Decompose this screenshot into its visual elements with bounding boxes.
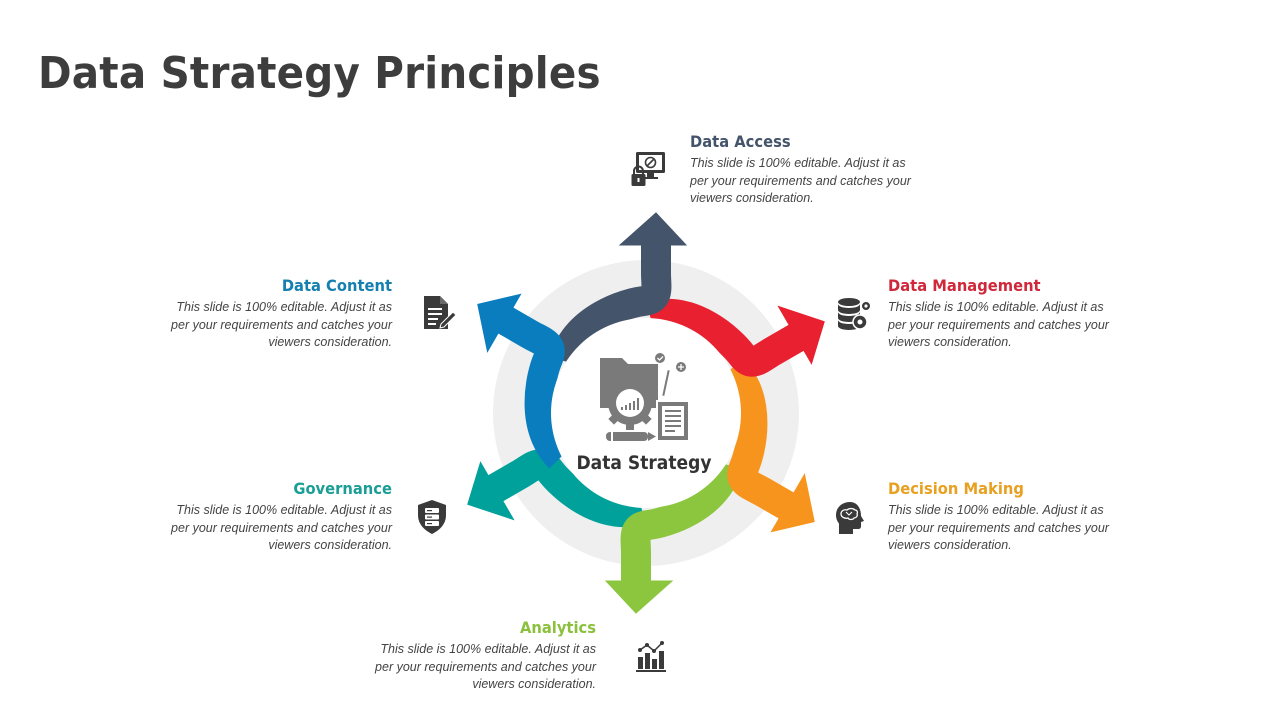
item-description: This slide is 100% editable. Adjust it a… xyxy=(142,299,392,352)
slide-title: Data Strategy Principles xyxy=(38,48,601,99)
item-analytics: Analytics This slide is 100% editable. A… xyxy=(346,618,596,694)
item-governance: Governance This slide is 100% editable. … xyxy=(142,479,392,555)
desc-line: viewers consideration. xyxy=(690,191,814,205)
item-heading: Analytics xyxy=(519,618,596,637)
desc-line: per your requirements and catches your xyxy=(171,317,392,332)
desc-line: This slide is 100% editable. Adjust it a… xyxy=(888,503,1104,517)
item-heading: Governance xyxy=(293,479,392,498)
data-strategy-icon xyxy=(600,353,690,442)
desc-line: This slide is 100% editable. Adjust it a… xyxy=(888,300,1104,314)
desc-line: This slide is 100% editable. Adjust it a… xyxy=(380,642,596,656)
item-data-content: Data Content This slide is 100% editable… xyxy=(142,276,392,352)
document-edit-icon xyxy=(424,296,456,329)
desc-line: viewers consideration. xyxy=(268,335,392,349)
desc-line: per your requirements and catches your xyxy=(375,659,596,674)
desc-line: per your requirements and catches your xyxy=(171,520,392,535)
item-heading: Data Content xyxy=(281,276,392,295)
item-data-access: Data Access This slide is 100% editable.… xyxy=(690,132,940,208)
desc-line: viewers consideration. xyxy=(472,677,596,691)
item-decision-making: Decision Making This slide is 100% edita… xyxy=(888,479,1138,555)
item-heading: Data Access xyxy=(690,132,791,151)
item-heading: Data Management xyxy=(888,276,1041,295)
desc-line: viewers consideration. xyxy=(888,538,1012,552)
item-description: This slide is 100% editable. Adjust it a… xyxy=(690,155,940,208)
item-heading: Decision Making xyxy=(888,479,1024,498)
desc-line: This slide is 100% editable. Adjust it a… xyxy=(690,156,906,170)
item-description: This slide is 100% editable. Adjust it a… xyxy=(142,502,392,555)
desc-line: per your requirements and catches your xyxy=(888,520,1109,535)
desc-line: per your requirements and catches your xyxy=(690,173,911,188)
desc-line: viewers consideration. xyxy=(268,538,392,552)
item-description: This slide is 100% editable. Adjust it a… xyxy=(888,502,1138,555)
desc-line: per your requirements and catches your xyxy=(888,317,1109,332)
chart-analytics-icon xyxy=(636,641,666,672)
center-label: Data Strategy xyxy=(576,452,712,474)
monitor-lock-icon xyxy=(631,152,665,186)
shield-server-icon xyxy=(418,500,446,534)
item-data-management: Data Management This slide is 100% edita… xyxy=(888,276,1138,352)
desc-line: This slide is 100% editable. Adjust it a… xyxy=(176,300,392,314)
item-description: This slide is 100% editable. Adjust it a… xyxy=(888,299,1138,352)
database-gear-icon xyxy=(838,298,871,330)
item-description: This slide is 100% editable. Adjust it a… xyxy=(346,641,596,694)
desc-line: This slide is 100% editable. Adjust it a… xyxy=(176,503,392,517)
head-brain-icon xyxy=(836,502,864,534)
desc-line: viewers consideration. xyxy=(888,335,1012,349)
